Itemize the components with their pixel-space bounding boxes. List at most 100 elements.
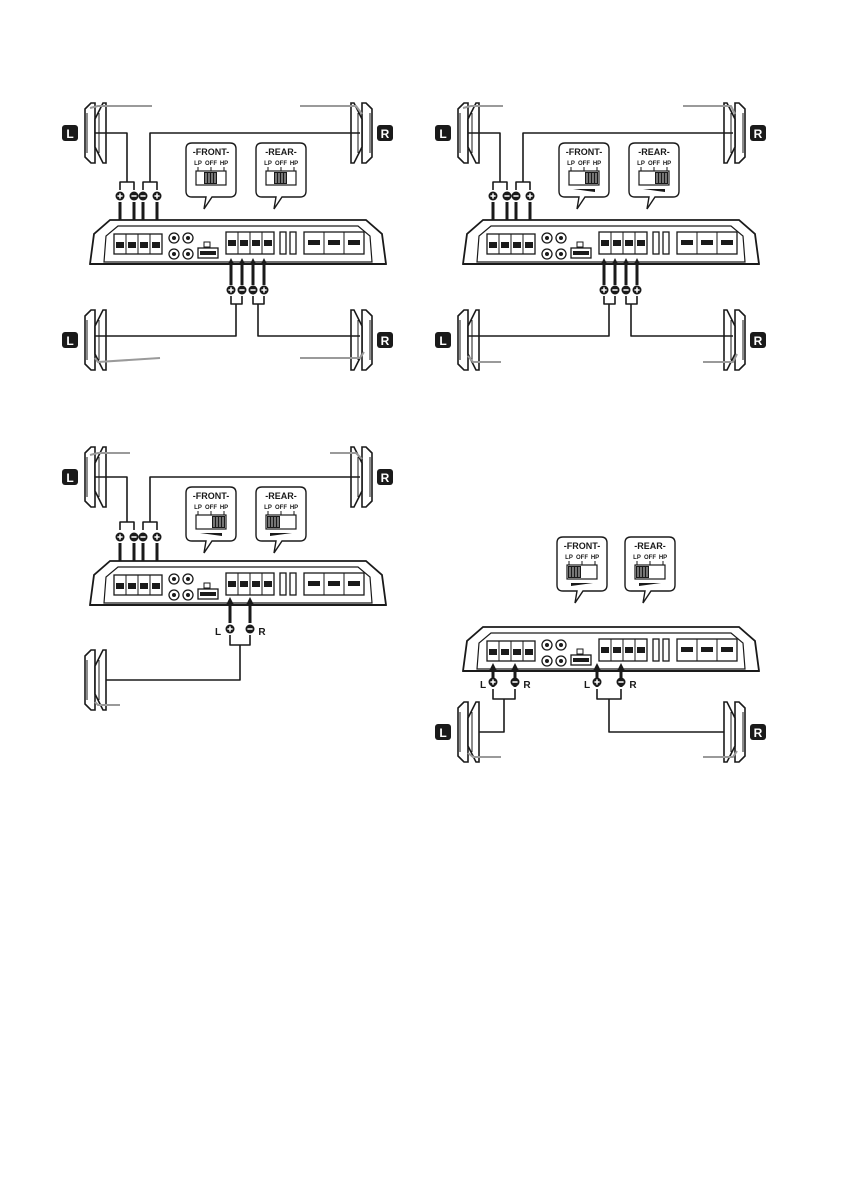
- d3-amplifier: [90, 561, 386, 605]
- d4-front-switch-lp: LP: [565, 555, 573, 561]
- d1-badge-front-right: R: [377, 125, 393, 141]
- d3-rear-switch-off: OFF: [275, 505, 287, 511]
- d3-gray-cable-front-left: [90, 453, 130, 455]
- d3-badge-front-right-text: R: [381, 471, 390, 485]
- d4-plus-1: [489, 678, 498, 687]
- d2-wire-rl: [468, 304, 609, 336]
- d2-amplifier: [463, 220, 759, 264]
- d1-badge-front-right-text: R: [381, 127, 390, 141]
- d1-rear-switch-title: -REAR-: [265, 147, 297, 157]
- d4-front-switch: -FRONT- LPOFFHP: [557, 537, 607, 603]
- d1-rear-switch-off: OFF: [275, 161, 287, 167]
- d1-fork-rr: [253, 296, 264, 304]
- diagram-3: LR-FRONT-LPOFFHP-REAR-LPOFFHPLR: [62, 447, 393, 710]
- d2-front-switch: -FRONT-LPOFFHP: [559, 143, 609, 209]
- d3-wire-sub: [95, 645, 240, 680]
- d2-plus-1: [489, 192, 498, 201]
- d2-rear-switch: -REAR-LPOFFHP: [629, 143, 679, 209]
- d1-amplifier: [90, 220, 386, 264]
- d1-rear-switch-hp: HP: [290, 161, 298, 167]
- d4-front-switch-title: -FRONT-: [564, 541, 601, 551]
- d3-speaker-sub-icon: [85, 650, 106, 710]
- d1-badge-rear-right-text: R: [381, 334, 390, 348]
- d2-front-switch-off: OFF: [578, 161, 590, 167]
- d4-front-switch-off: OFF: [576, 555, 588, 561]
- d3-plus-2: [153, 533, 162, 542]
- d2-rear-switch-lp: LP: [637, 161, 645, 167]
- d2-minus-2: [512, 192, 521, 201]
- d1-badge-rear-left-text: L: [66, 334, 73, 348]
- d2-badge-rear-left-text: L: [439, 334, 446, 348]
- d2-front-switch-title: -FRONT-: [566, 147, 603, 157]
- d3-front-switch-title: -FRONT-: [193, 491, 230, 501]
- d1-plus-4: [260, 286, 269, 295]
- diagram-4: -FRONT-LPOFFHP-REAR-LPOFFHPLRLRLR: [435, 537, 766, 762]
- d3-label-r: R: [258, 627, 266, 638]
- d1-fork-rl: [231, 296, 242, 304]
- d3-front-switch-lp: LP: [194, 505, 202, 511]
- d1-plus-2: [153, 192, 162, 201]
- d1-wire-fr: [150, 133, 360, 182]
- d3-fork-fl: [120, 522, 134, 530]
- d1-wire-rl: [95, 304, 236, 336]
- d2-badge-rear-left: L: [435, 332, 451, 348]
- d4-rear-switch-off: OFF: [644, 555, 656, 561]
- d4-minus-1: [511, 678, 520, 687]
- d1-front-switch-hp: HP: [220, 161, 228, 167]
- d2-wire-rr: [631, 304, 733, 336]
- d1-rear-switch-lp: LP: [264, 161, 272, 167]
- d2-badge-rear-right-text: R: [754, 334, 763, 348]
- d4-rear-switch: -REAR-LPOFFHP: [625, 537, 675, 603]
- d3-badge-front-right: R: [377, 469, 393, 485]
- d3-minus-2: [139, 533, 148, 542]
- diagram-2: LRLR-FRONT-LPOFFHP-REAR-LPOFFHP: [435, 103, 766, 370]
- d1-speaker-rear-right-icon: [351, 310, 372, 370]
- d2-plus-3: [600, 286, 609, 295]
- d3-label-l: L: [215, 627, 221, 638]
- d2-badge-front-right: R: [750, 125, 766, 141]
- d1-plus-1: [116, 192, 125, 201]
- d3-rear-switch-title: -REAR-: [265, 491, 297, 501]
- d4-rear-switch-title: -REAR-: [634, 541, 666, 551]
- d4-label-r1: R: [523, 680, 531, 691]
- d4-badge-right-text: R: [754, 726, 763, 740]
- d2-fork-rl: [604, 296, 615, 304]
- d2-badge-front-left: L: [435, 125, 451, 141]
- d4-fork-2: [597, 689, 621, 699]
- d3-badge-front-left-text: L: [66, 471, 73, 485]
- d2-minus-4: [622, 286, 631, 295]
- d4-minus-2: [617, 678, 626, 687]
- d1-front-switch-title: -FRONT-: [193, 147, 230, 157]
- d1-minus-2: [139, 192, 148, 201]
- d2-fork-rr: [626, 296, 637, 304]
- d3-wire-fr: [150, 477, 360, 522]
- d1-fork-fr: [143, 182, 157, 190]
- d4-wire-2: [609, 699, 733, 732]
- d4-label-l1: L: [480, 680, 486, 691]
- d3-rear-switch-lp: LP: [264, 505, 272, 511]
- d4-plus-2: [593, 678, 602, 687]
- d3-plus-3: [226, 625, 235, 634]
- d3-badge-front-left: L: [62, 469, 78, 485]
- d1-fork-fl: [120, 182, 134, 190]
- d1-wire-rr: [258, 304, 360, 336]
- d4-amplifier: [463, 627, 759, 671]
- d4-badge-left: L: [435, 724, 451, 740]
- d4-rear-switch-lp: LP: [633, 555, 641, 561]
- d2-wire-fr: [523, 133, 733, 182]
- d2-front-switch-lp: LP: [567, 161, 575, 167]
- d2-fork-fl: [493, 182, 507, 190]
- d4-label-r2: R: [629, 680, 637, 691]
- d2-rear-switch-title: -REAR-: [638, 147, 670, 157]
- d1-badge-front-left: L: [62, 125, 78, 141]
- d3-minus-3: [246, 625, 255, 634]
- d4-front-switch-hp: HP: [591, 555, 599, 561]
- d1-gray-cable-front-left: [90, 106, 152, 108]
- d3-rear-switch-hp: HP: [290, 505, 298, 511]
- d2-plus-4: [633, 286, 642, 295]
- d2-plus-2: [526, 192, 535, 201]
